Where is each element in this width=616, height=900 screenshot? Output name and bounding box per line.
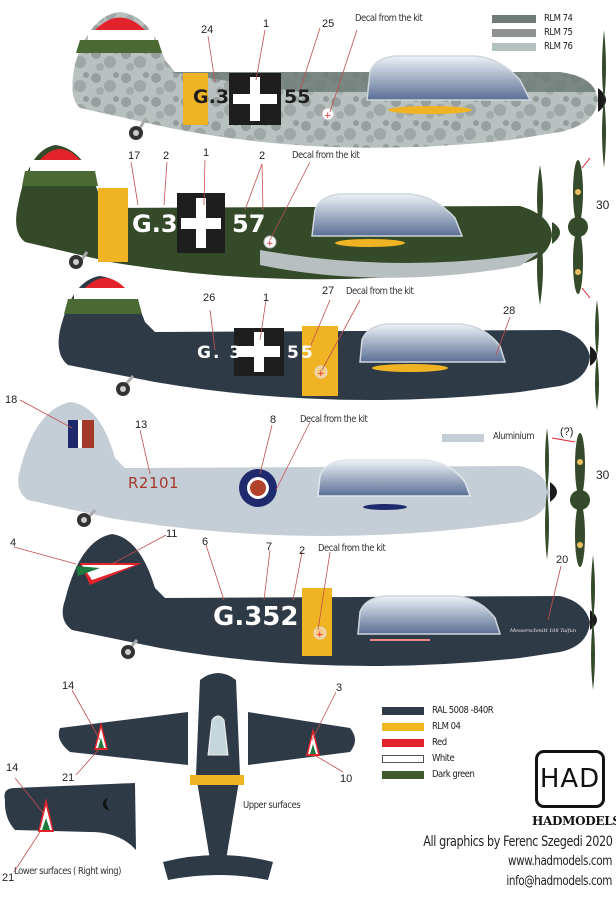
aircraft-profile-5: + <box>62 534 597 690</box>
swatch-rlm04 <box>382 722 424 731</box>
callout-number: 1 <box>203 147 210 159</box>
legend-item-rlm04: RLM 04 <box>382 720 465 733</box>
brand-name: HADMODELS <box>532 814 616 828</box>
callout-number: 21 <box>62 772 75 784</box>
legend-item-rlm74: RLM 74 <box>492 12 577 25</box>
callout-number: 28 <box>503 305 516 317</box>
swatch-rlm75 <box>492 28 536 37</box>
svg-text:+: + <box>317 369 325 379</box>
prop-callout: 30 <box>596 198 610 212</box>
had-logo: HAD <box>535 750 605 808</box>
aircraft-planform <box>4 673 355 880</box>
swatch-rlm74 <box>492 14 536 23</box>
code-right: 55 <box>284 86 311 108</box>
decal-note: Decal from the kit <box>292 150 360 161</box>
legend-label: RLM 76 <box>544 41 573 52</box>
swatch-rlm76 <box>492 42 536 51</box>
legend-item-red: Red <box>382 736 449 749</box>
callout-number: 1 <box>263 18 270 30</box>
serial-number: R2101 <box>128 474 180 492</box>
legend-label: Red <box>432 737 447 748</box>
legend-item-white: White <box>382 752 458 765</box>
legend-label: RAL 5008 -840R <box>432 705 494 716</box>
svg-text:+: + <box>324 111 332 121</box>
prop-question: (?) <box>560 426 574 438</box>
callout-number: 2 <box>299 545 306 557</box>
aircraft-profile-3: + <box>58 276 599 410</box>
callout-number: 7 <box>266 541 273 553</box>
swatch-dark-green <box>382 770 424 779</box>
callout-number: 10 <box>340 773 353 785</box>
prop-callout: 30 <box>596 468 610 482</box>
callout-number: 8 <box>270 414 277 426</box>
callout-number: 14 <box>6 762 19 774</box>
callout-number: 24 <box>201 24 214 36</box>
legend-item-rlm76: RLM 76 <box>492 40 577 53</box>
legend-label: RLM 74 <box>544 13 573 24</box>
callout-number: 2 <box>163 150 170 162</box>
callout-number: 26 <box>203 292 216 304</box>
callout-number: 21 <box>2 872 15 884</box>
callout-number: 11 <box>166 528 178 540</box>
swatch-ral5008 <box>382 706 424 715</box>
legend-item-ral5008: RAL 5008 -840R <box>382 704 504 717</box>
legend-item-rlm75: RLM 75 <box>492 26 577 39</box>
decal-note: Decal from the kit <box>346 286 414 297</box>
code-right: 55 <box>287 343 315 363</box>
decal-note: Decal from the kit <box>318 543 386 554</box>
callout-number: 14 <box>62 680 75 692</box>
legend-label: RLM 75 <box>544 27 573 38</box>
svg-text:+: + <box>316 630 324 640</box>
callout-leaders <box>13 27 562 873</box>
aluminium-label: Aluminium <box>493 431 535 442</box>
callout-number: 27 <box>322 285 335 297</box>
swatch-aluminium <box>442 434 484 442</box>
legend-label: Dark green <box>432 769 475 780</box>
callout-number: 18 <box>5 394 18 406</box>
callout-number: 6 <box>202 536 209 548</box>
callout-number: 20 <box>556 554 569 566</box>
nose-script: Messerschmitt 108 Taifun <box>510 628 577 634</box>
callout-number: 25 <box>322 18 335 30</box>
callout-number: 3 <box>336 682 343 694</box>
credit-text: All graphics by Ferenc Szegedi 2020 <box>422 834 613 850</box>
email-link[interactable]: info@hadmodels.com <box>506 874 612 889</box>
code-right: 57 <box>232 210 266 238</box>
callout-number: 17 <box>128 150 141 162</box>
decal-note: Decal from the kit <box>355 13 423 24</box>
aircraft-profile-1: + <box>72 12 606 168</box>
upper-surfaces-label: Upper surfaces <box>243 800 301 811</box>
code-left: G.3 <box>193 86 230 108</box>
aircraft-profile-4 <box>18 402 590 567</box>
lower-surfaces-label: Lower surfaces ( Right wing) <box>14 866 121 877</box>
logo-text: HAD <box>539 764 601 794</box>
code-left: G.3 <box>132 210 178 238</box>
legend-label: RLM 04 <box>432 721 461 732</box>
svg-text:+: + <box>266 239 274 249</box>
website-link[interactable]: www.hadmodels.com <box>508 854 612 869</box>
swatch-red <box>382 738 424 747</box>
callout-number: 13 <box>135 419 148 431</box>
decal-note: Decal from the kit <box>300 414 368 425</box>
callout-number: 4 <box>10 537 17 549</box>
code-left: G. 3 <box>197 343 244 363</box>
callout-number: 1 <box>263 292 270 304</box>
legend-label: White <box>432 753 455 764</box>
callout-number: 2 <box>259 150 266 162</box>
swatch-white <box>382 754 424 763</box>
legend-item-dark-green: Dark green <box>382 768 482 781</box>
code: G.352 <box>213 602 299 632</box>
